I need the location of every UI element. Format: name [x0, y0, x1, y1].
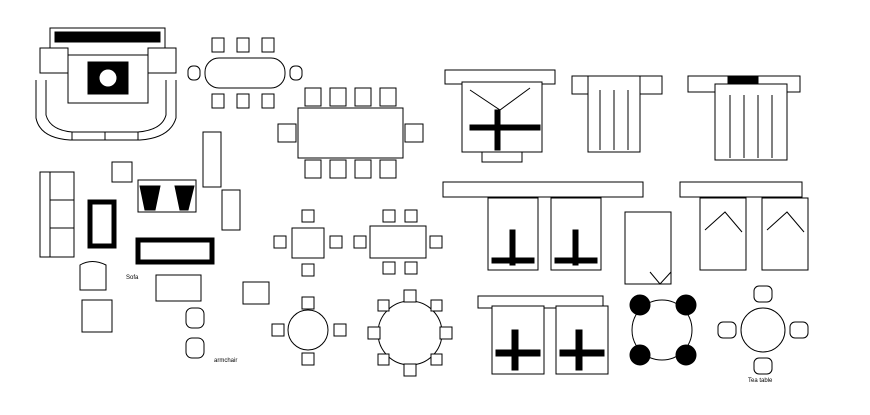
recliner — [155, 274, 202, 302]
dining-table-8 — [277, 87, 424, 179]
ornate-sofa-set — [35, 27, 177, 141]
chair-b — [185, 337, 205, 359]
chair-a — [185, 307, 205, 329]
label-armchair: armchair — [214, 358, 238, 364]
armchair-square — [81, 299, 113, 333]
square-table-4 — [273, 209, 343, 277]
dining-table-6 — [187, 37, 303, 109]
round-chair — [79, 261, 107, 291]
bed-double-a — [444, 69, 556, 163]
loveseat-curtain — [137, 179, 197, 213]
bed-double-c — [687, 75, 801, 161]
side-table — [111, 161, 133, 183]
twin-beds-a — [487, 197, 602, 271]
label-sofa: Sofa — [126, 275, 139, 281]
basket-chair — [242, 281, 270, 305]
bed-single-b — [571, 75, 663, 153]
single-bed-d — [624, 211, 672, 285]
round-table-8 — [367, 289, 453, 377]
tall-cabinet — [202, 131, 222, 188]
cabinet-small — [221, 189, 241, 231]
round-table-carved — [629, 294, 697, 366]
headboard-row-1 — [442, 181, 644, 198]
round-table-armchairs — [717, 285, 809, 375]
twin-beds-c — [477, 295, 609, 375]
sofa-three-seat — [39, 171, 75, 258]
twin-beds-b — [699, 197, 809, 271]
rect-table-6 — [353, 209, 443, 275]
label-table: Tea table — [748, 378, 773, 384]
headboard-row-2 — [679, 181, 803, 198]
round-table-4 — [271, 296, 347, 366]
